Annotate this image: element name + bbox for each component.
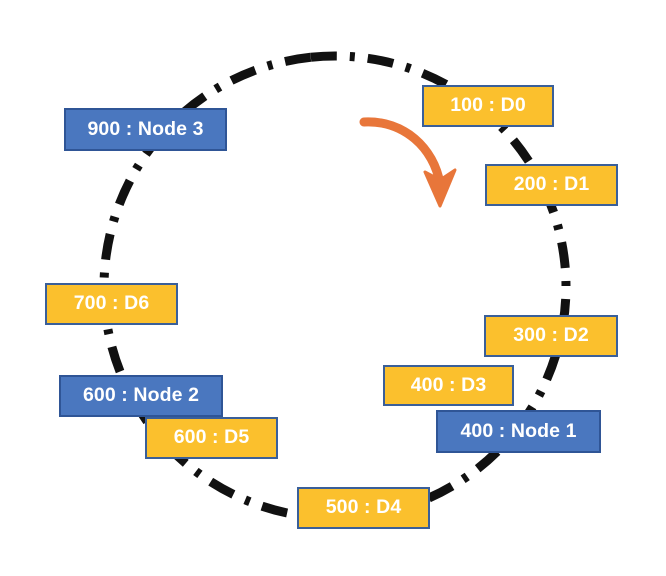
ring-entry-label: 900 : Node 3 <box>87 117 204 140</box>
ring-entry-label: 400 : D3 <box>410 373 487 396</box>
ring-node-box-node3[interactable]: 900 : Node 3 <box>64 108 227 151</box>
ring-entry-label: 500 : D4 <box>325 496 402 519</box>
ring-entry-label: 400 : Node 1 <box>460 419 577 442</box>
ring-data-box-d3[interactable]: 400 : D3 <box>383 365 514 406</box>
ring-entry-label: 300 : D2 <box>513 324 589 347</box>
ring-entry-label: 100 : D0 <box>450 94 526 117</box>
ring-data-box-d4[interactable]: 500 : D4 <box>297 487 430 529</box>
ring-entry-label: 600 : Node 2 <box>82 384 200 407</box>
ring-data-box-d2[interactable]: 300 : D2 <box>484 315 618 357</box>
ring-node-box-node2[interactable]: 600 : Node 2 <box>59 375 223 417</box>
ring-data-box-d5[interactable]: 600 : D5 <box>145 417 278 459</box>
ring-data-box-d6[interactable]: 700 : D6 <box>45 283 178 325</box>
clockwise-direction-arrow <box>359 117 457 208</box>
ring-entry-label: 700 : D6 <box>73 292 150 315</box>
ring-data-box-d1[interactable]: 200 : D1 <box>485 164 618 206</box>
ring-entry-label: 200 : D1 <box>513 173 590 196</box>
ring-entry-label: 600 : D5 <box>173 426 250 449</box>
ring-node-box-node1[interactable]: 400 : Node 1 <box>436 410 601 453</box>
ring-data-box-d0[interactable]: 100 : D0 <box>422 85 554 127</box>
